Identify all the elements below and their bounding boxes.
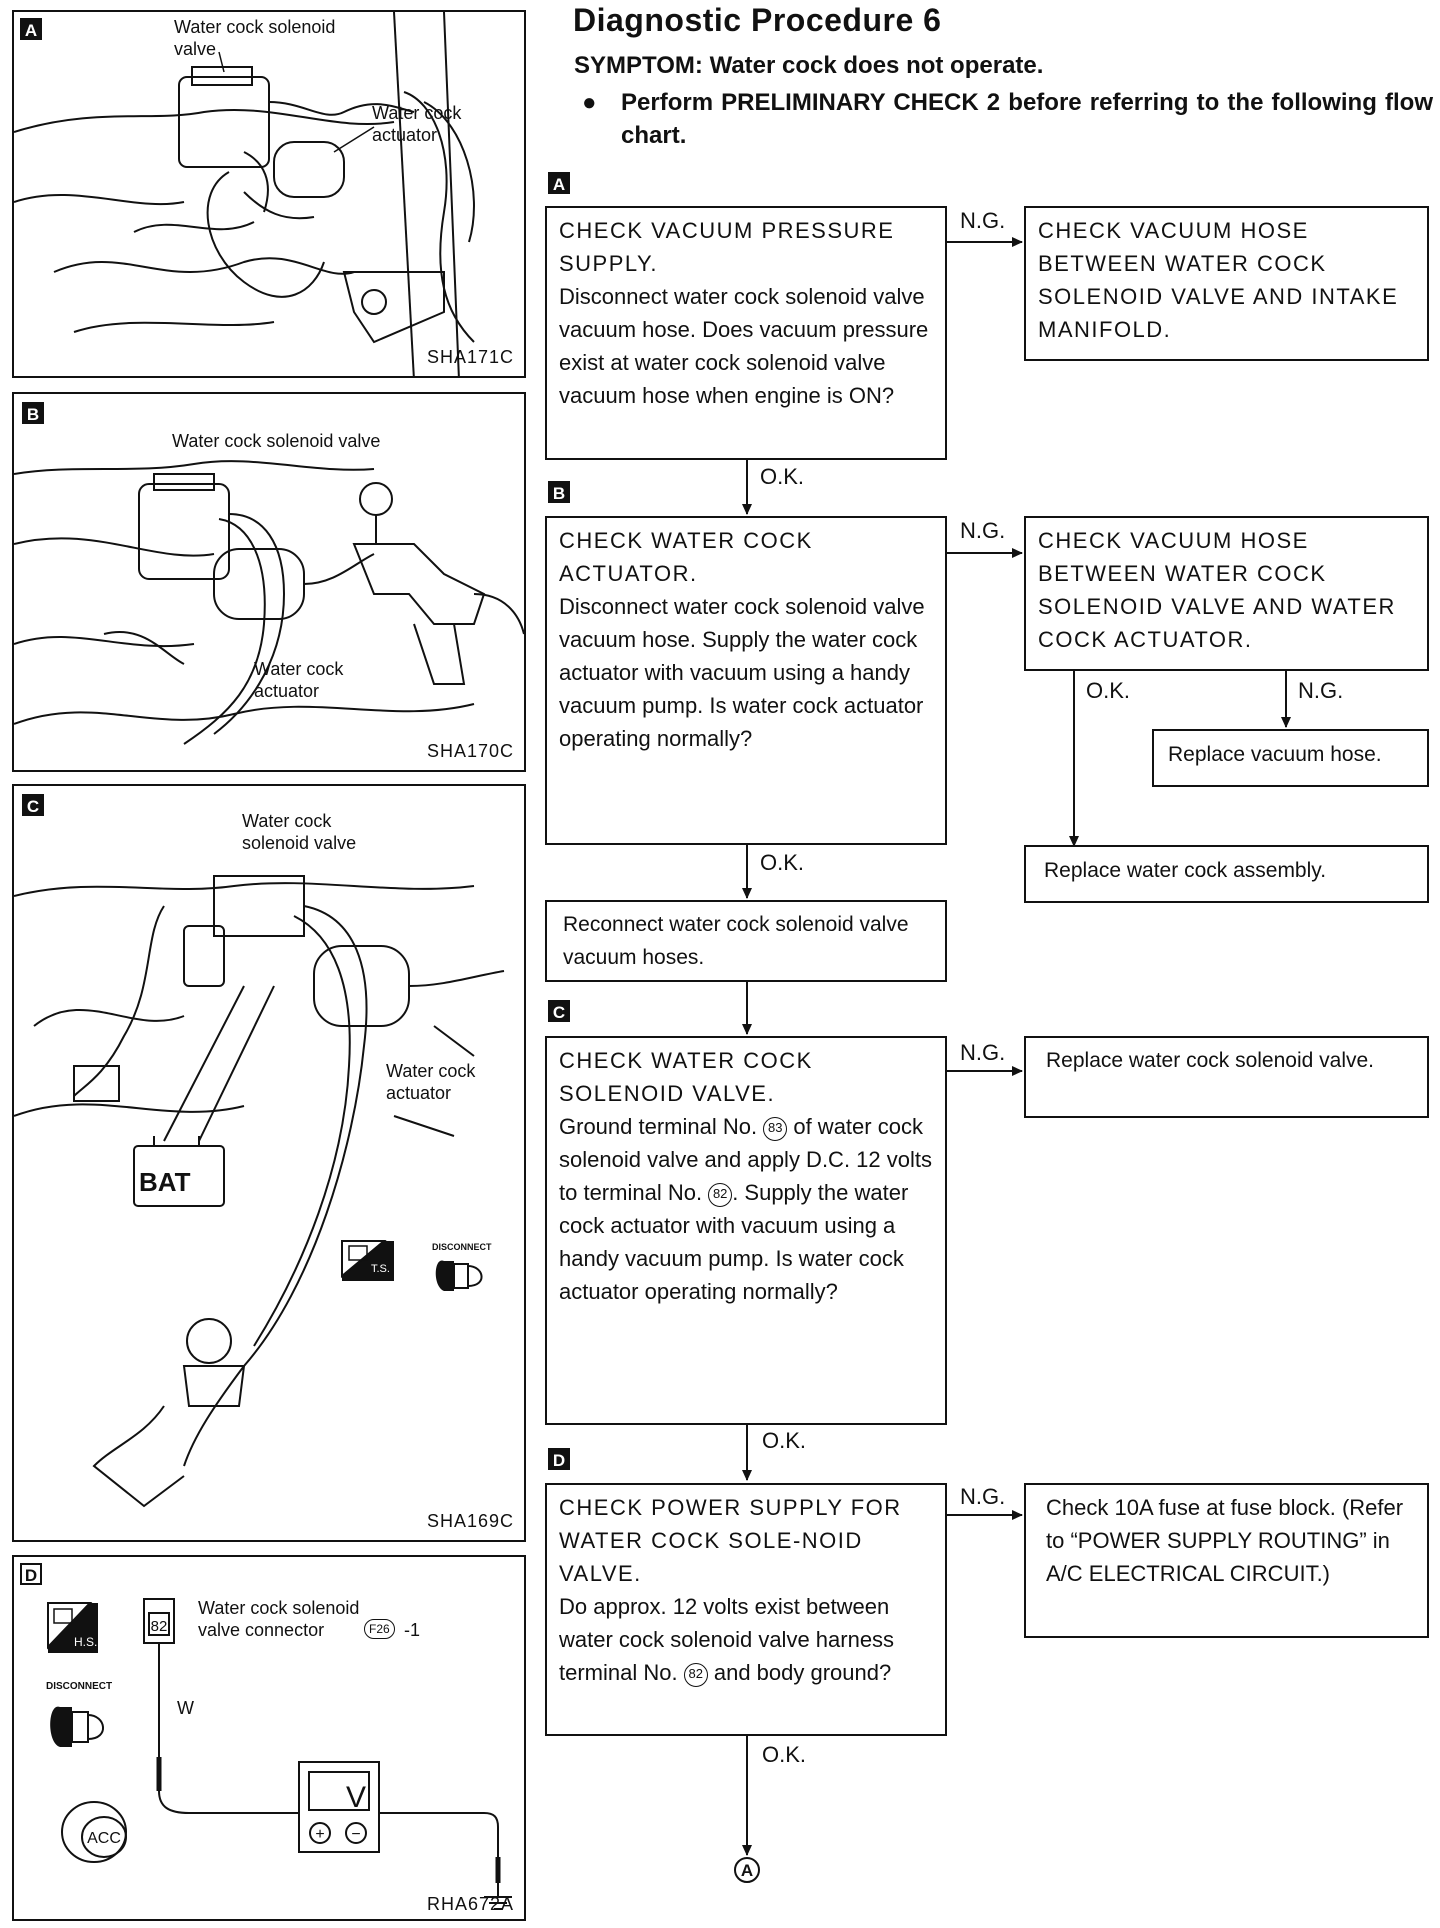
connector-a-circle <box>734 1857 760 1883</box>
panel-a-illustration: A Water cock solenoid valve Water cock a… <box>12 10 526 378</box>
panel-c-disconnect-label: DISCONNECT <box>432 1242 492 1252</box>
step-d-ok-label: O.K. <box>762 1742 807 1767</box>
reconnect-box: Reconnect water cock solenoid valve vacu… <box>545 900 947 982</box>
step-c-ng-label: N.G. <box>960 1040 1006 1065</box>
reconnect-text: Reconnect water cock solenoid valve vacu… <box>563 913 909 969</box>
step-b-tag: B <box>548 481 570 503</box>
step-c-body-part1: Ground terminal No. <box>559 1114 758 1139</box>
panel-b-code: SHA170C <box>426 741 514 761</box>
step-c-body-part2: of water cock solenoid valve and apply D… <box>559 1114 932 1205</box>
step-b-ng-label: N.G. <box>960 518 1006 543</box>
step-d-ng-text: Check 10A fuse at fuse block. (Refer to … <box>1046 1495 1404 1586</box>
step-a-tag: A <box>548 172 570 194</box>
panel-c-tag: C <box>22 794 44 816</box>
step-a-ok-label: O.K. <box>760 464 805 489</box>
panel-d-disconnect-label: DISCONNECT <box>46 1681 113 1692</box>
panel-d-connector-id: F26 <box>364 1619 395 1639</box>
replace-assembly-text: Replace water cock assembly. <box>1044 859 1327 882</box>
panel-c-disconnect-icon <box>435 1260 483 1291</box>
symptom-line: SYMPTOM: Water cock does not operate. <box>574 52 1044 79</box>
panel-d-code: RHA672A <box>426 1894 514 1914</box>
step-c-ng-text: Replace water cock solenoid valve. <box>1046 1049 1375 1072</box>
step-c-tag: C <box>548 1000 570 1022</box>
terminal-83-badge: 83 <box>763 1117 788 1141</box>
replace-hose-text: Replace vacuum hose. <box>1168 743 1382 766</box>
panel-d-hs-label: H.S. <box>74 1635 98 1649</box>
step-d-terminal-82-badge: 82 <box>683 1663 708 1687</box>
panel-d-hs-icon <box>47 1602 98 1653</box>
panel-d-illustration: V + − 82 ACC D Water cock solenoid valve… <box>12 1555 526 1921</box>
panel-b-illustration: B Water cock solenoid valve Water cock a… <box>12 392 526 772</box>
hose-ok-label: O.K. <box>1086 678 1131 703</box>
step-a-ng-label: N.G. <box>960 208 1006 233</box>
panel-d-terminal-number: 82 <box>151 1618 168 1635</box>
step-c-body-part3: . Supply the water cock actuator with va… <box>559 1180 909 1304</box>
panel-c-ts-icon <box>341 1240 394 1281</box>
panel-c-engine-drawing: BAT <box>14 875 505 1508</box>
replace-hose-box: Replace vacuum hose. <box>1152 729 1429 787</box>
step-d-ng-label: N.G. <box>960 1484 1006 1509</box>
step-d-body: Do approx. 12 volts exist between water … <box>559 1590 933 1689</box>
step-a-body: Disconnect water cock solenoid valve vac… <box>559 284 929 408</box>
step-c-heading: CHECK WATER COCK SOLENOID VALVE. <box>559 1048 813 1106</box>
step-a-ng-text: CHECK VACUUM HOSE BETWEEN WATER COCK SOL… <box>1038 218 1399 342</box>
step-a-ng-box: CHECK VACUUM HOSE BETWEEN WATER COCK SOL… <box>1024 206 1429 361</box>
step-b-box: CHECK WATER COCK ACTUATOR. Disconnect wa… <box>545 516 947 845</box>
panel-c-illustration: BAT C Water cock solenoid valve Water co… <box>12 784 526 1542</box>
panel-a-engine-drawing <box>14 12 475 376</box>
page-title: Diagnostic Procedure 6 <box>573 2 942 38</box>
step-d-heading: CHECK POWER SUPPLY FOR WATER COCK SOLE-N… <box>559 1495 902 1586</box>
step-d-body-part2: and body ground? <box>713 1660 892 1685</box>
step-b-heading: CHECK WATER COCK ACTUATOR. <box>559 528 813 586</box>
panel-c-code: SHA169C <box>426 1511 514 1531</box>
panel-c-ts-label: T.S. <box>371 1263 390 1275</box>
panel-a-tag: A <box>20 18 42 40</box>
step-a-box: CHECK VACUUM PRESSURE SUPPLY. Disconnect… <box>545 206 947 460</box>
step-d-box: CHECK POWER SUPPLY FOR WATER COCK SOLE-N… <box>545 1483 947 1736</box>
step-b-ng-text: CHECK VACUUM HOSE BETWEEN WATER COCK SOL… <box>1038 528 1396 652</box>
panel-c-battery-text: BAT <box>139 1167 191 1197</box>
panel-d-wire-color: W <box>177 1698 194 1718</box>
panel-d-disconnect-icon <box>50 1706 104 1747</box>
step-c-ng-box: Replace water cock solenoid valve. <box>1024 1036 1429 1118</box>
step-a-heading: CHECK VACUUM PRESSURE SUPPLY. <box>559 218 895 276</box>
panel-b-engine-drawing <box>14 460 524 745</box>
step-b-body: Disconnect water cock solenoid valve vac… <box>559 594 925 751</box>
panel-d-plus-label: + <box>315 1826 324 1843</box>
panel-d-connector-suffix: -1 <box>404 1620 421 1640</box>
step-c-body: Ground terminal No. 83 of water cock sol… <box>559 1110 933 1308</box>
step-d-body-part1: Do approx. 12 volts exist between water … <box>559 1594 895 1685</box>
preliminary-check-text: Perform PRELIMINARY CHECK 2 before refer… <box>621 89 1433 149</box>
panel-d-voltmeter-label: V <box>346 1781 366 1814</box>
step-d-ng-box: Check 10A fuse at fuse block. (Refer to … <box>1024 1483 1429 1638</box>
connector-a-letter: A <box>741 1861 753 1880</box>
panel-d-acc-label: ACC <box>87 1830 121 1847</box>
replace-assembly-box: Replace water cock assembly. <box>1024 845 1429 903</box>
panel-b-tag: B <box>22 402 44 424</box>
panel-c-solenoid-label: Water cock solenoid valve <box>242 811 357 853</box>
step-d-tag: D <box>548 1448 570 1470</box>
step-b-ng-box: CHECK VACUUM HOSE BETWEEN WATER COCK SOL… <box>1024 516 1429 671</box>
bullet-dot: ● <box>582 89 597 116</box>
step-c-ok-label: O.K. <box>762 1428 807 1453</box>
panel-a-code: SHA171C <box>426 347 514 367</box>
panel-c-actuator-label: Water cock actuator <box>386 1061 476 1103</box>
panel-d-minus-label: − <box>351 1826 360 1843</box>
step-c-box: CHECK WATER COCK SOLENOID VALVE. Ground … <box>545 1036 947 1425</box>
panel-b-solenoid-label: Water cock solenoid valve <box>172 431 381 451</box>
panel-d-circuit-drawing: V + − 82 ACC <box>47 1598 512 1910</box>
panel-a-actuator-label: Water cock actuator <box>372 103 462 145</box>
panel-d-connector-label: Water cock solenoid valve connector <box>198 1598 360 1640</box>
step-b-ok-label: O.K. <box>760 850 805 875</box>
terminal-82-badge: 82 <box>708 1183 733 1207</box>
panel-d-tag: D <box>20 1563 42 1585</box>
panel-a-solenoid-label: Water cock solenoid valve <box>174 17 336 59</box>
panel-b-actuator-label: Water cock actuator <box>254 659 344 701</box>
hose-ng-label: N.G. <box>1298 678 1344 703</box>
